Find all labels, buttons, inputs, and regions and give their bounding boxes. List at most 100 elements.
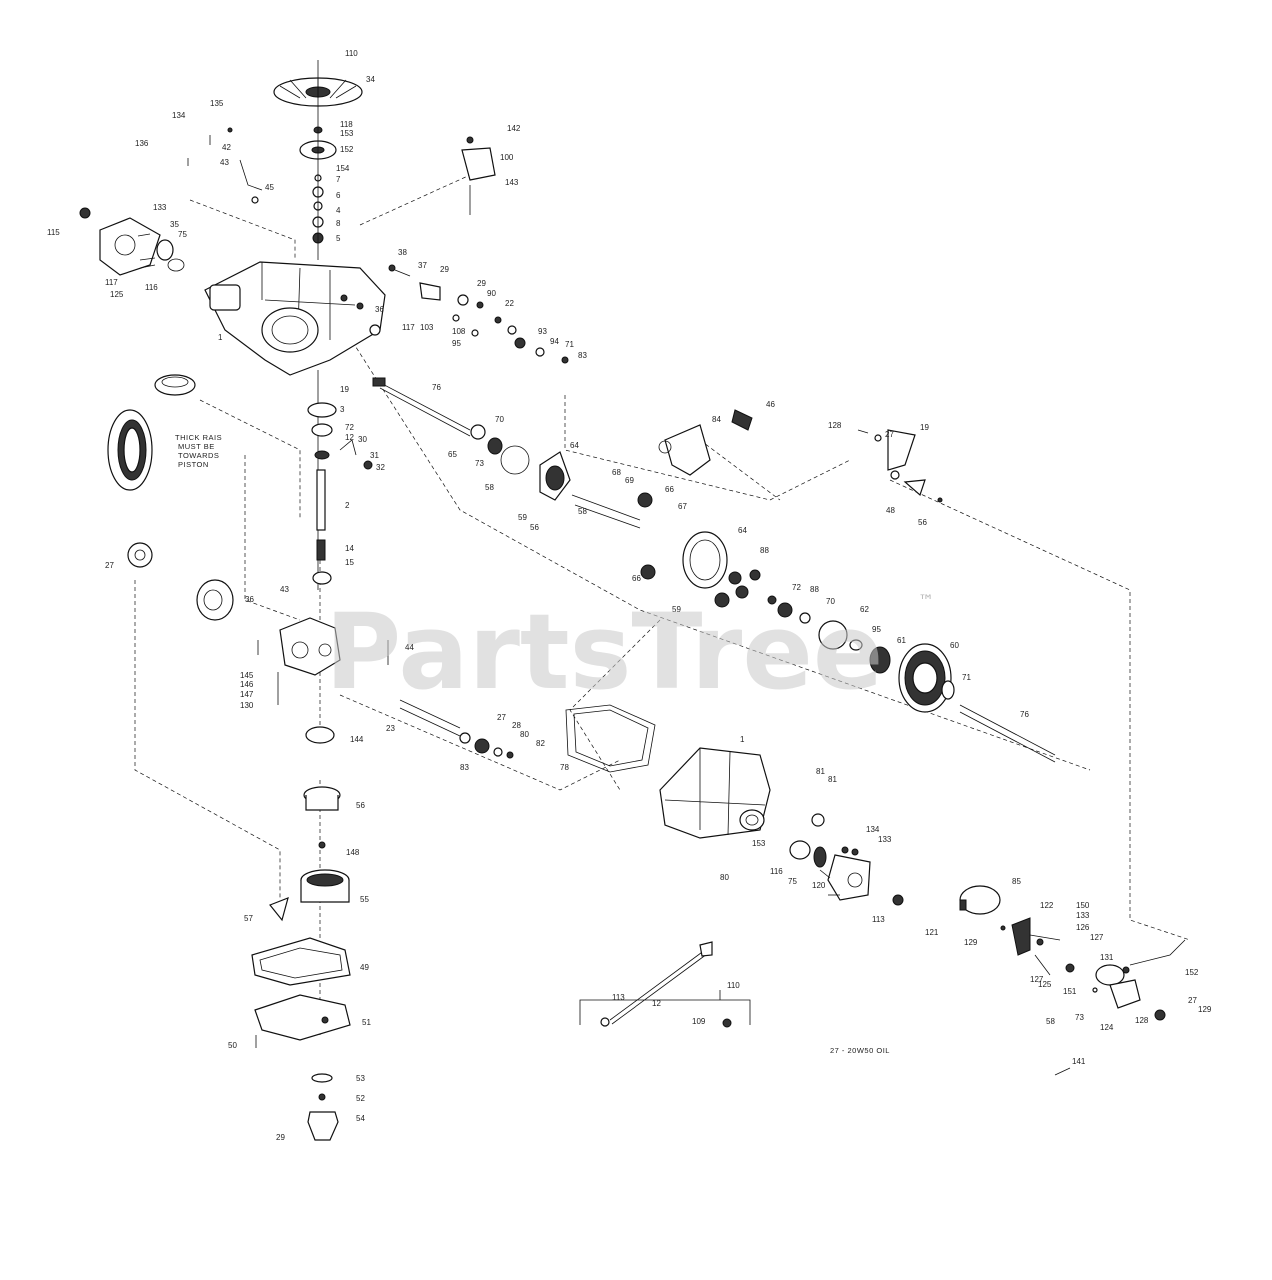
label-127: 127 (1090, 933, 1104, 942)
label-125: 125 (110, 290, 124, 299)
label-129b: 129 (1198, 1005, 1212, 1014)
label-108: 108 (452, 327, 466, 336)
label-3: 3 (340, 405, 345, 414)
label-110b: 110 (727, 981, 740, 990)
label-32: 32 (376, 463, 385, 472)
center-shaft (307, 370, 373, 590)
label-85: 85 (1012, 877, 1021, 886)
part-number-labels: 110 34 135 134 136 42 43 45 118 153 142 … (47, 49, 1212, 1142)
label-29b: 29 (477, 279, 486, 288)
label-134: 134 (172, 111, 186, 120)
assembly-guide-lines (134, 174, 1191, 1035)
label-83b: 83 (460, 763, 469, 772)
note-line-4: PISTON (178, 460, 209, 469)
label-73b: 73 (1075, 1013, 1084, 1022)
label-113b: 113 (612, 993, 625, 1002)
label-142: 142 (507, 124, 521, 133)
label-58: 58 (485, 483, 494, 492)
label-19b: 19 (920, 423, 929, 432)
label-58b: 58 (578, 507, 587, 516)
fan-stack (273, 60, 363, 260)
note-line-1: THICK RAIS (175, 433, 222, 442)
label-28: 28 (512, 721, 521, 730)
label-72b: 72 (792, 583, 801, 592)
label-65: 65 (448, 450, 457, 459)
label-78: 78 (560, 763, 569, 772)
label-2: 2 (345, 501, 350, 510)
label-100: 100 (500, 153, 514, 162)
label-153b: 153 (752, 839, 766, 848)
label-73: 73 (475, 459, 484, 468)
label-35: 35 (170, 220, 179, 229)
label-75: 75 (178, 230, 187, 239)
label-1b: 1 (740, 735, 745, 744)
label-48: 48 (886, 506, 895, 515)
label-27d: 27 (1188, 996, 1197, 1005)
gasket (565, 704, 656, 773)
watermark-text: PartsTree (325, 591, 883, 713)
label-43: 43 (220, 158, 229, 167)
label-90: 90 (487, 289, 496, 298)
label-130: 130 (240, 701, 254, 710)
label-46: 46 (766, 400, 775, 409)
lower-housing-and-cylinder (196, 579, 389, 705)
label-66b: 66 (632, 574, 641, 583)
label-5: 5 (336, 234, 341, 243)
label-129: 129 (964, 938, 978, 947)
label-34: 34 (366, 75, 375, 84)
label-55: 55 (360, 895, 369, 904)
lower-center-shaft (399, 699, 514, 759)
label-80: 80 (520, 730, 529, 739)
label-146: 146 (240, 680, 254, 689)
label-151: 151 (1063, 987, 1077, 996)
label-42: 42 (222, 143, 231, 152)
label-15: 15 (345, 558, 354, 567)
label-81b: 81 (828, 775, 837, 784)
label-59: 59 (518, 513, 527, 522)
label-14: 14 (345, 544, 354, 553)
label-27c: 27 (497, 713, 506, 722)
label-128b: 128 (1135, 1016, 1149, 1025)
label-12: 12 (345, 433, 354, 442)
label-52: 52 (356, 1094, 365, 1103)
trademark-symbol: ™ (918, 591, 934, 610)
label-56: 56 (918, 518, 927, 527)
label-82: 82 (536, 739, 545, 748)
label-12b: 12 (652, 999, 661, 1008)
label-116: 116 (145, 283, 158, 292)
label-36: 36 (375, 305, 384, 314)
rod-kit-inset (579, 941, 751, 1028)
label-88b: 88 (810, 585, 819, 594)
label-94: 94 (550, 337, 559, 346)
label-19: 19 (340, 385, 349, 394)
label-83: 83 (578, 351, 587, 360)
label-43b: 43 (280, 585, 289, 594)
label-121: 121 (925, 928, 939, 937)
label-62: 62 (860, 605, 869, 614)
label-75b: 75 (788, 877, 797, 886)
label-27: 27 (105, 561, 114, 570)
label-148: 148 (346, 848, 360, 857)
label-95: 95 (452, 339, 461, 348)
label-134b: 134 (866, 825, 880, 834)
label-60: 60 (950, 641, 959, 650)
label-44: 44 (405, 643, 414, 652)
label-109: 109 (692, 1017, 706, 1026)
label-76: 76 (432, 383, 441, 392)
label-58c: 58 (1046, 1017, 1055, 1026)
label-59b: 59 (672, 605, 681, 614)
label-72: 72 (345, 423, 354, 432)
label-67: 67 (678, 502, 687, 511)
label-64b: 64 (738, 526, 747, 535)
label-124: 124 (1100, 1023, 1114, 1032)
label-61: 61 (897, 636, 906, 645)
label-122: 122 (1040, 901, 1054, 910)
label-117: 117 (105, 278, 118, 287)
label-70: 70 (495, 415, 504, 424)
label-53: 53 (356, 1074, 365, 1083)
label-103: 103 (420, 323, 434, 332)
label-30: 30 (358, 435, 367, 444)
label-22: 22 (505, 299, 514, 308)
label-116b: 116 (770, 867, 783, 876)
label-136: 136 (135, 139, 149, 148)
